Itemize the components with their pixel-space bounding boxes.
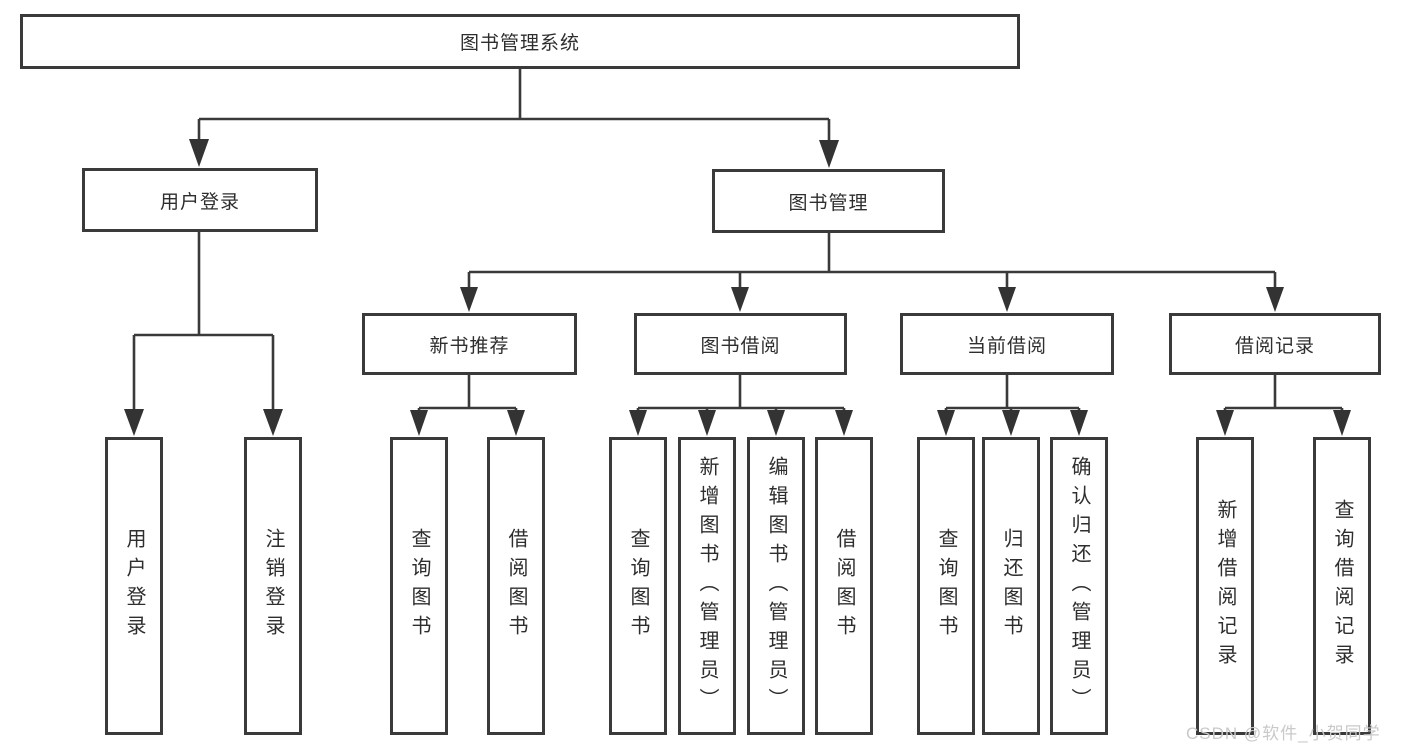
arrow-down-icon — [1002, 410, 1020, 436]
arrow-down-icon — [767, 410, 785, 436]
arrow-down-icon — [1333, 410, 1351, 436]
leaf-query-books-current: 查询图书 — [917, 437, 975, 735]
arrow-down-icon — [731, 287, 749, 312]
arrow-down-icon — [189, 139, 209, 167]
arrow-down-icon — [698, 410, 716, 436]
arrow-down-icon — [998, 287, 1016, 312]
arrow-down-icon — [819, 140, 839, 168]
node-new-book-recommendation: 新书推荐 — [362, 313, 577, 375]
node-user-login: 用户登录 — [82, 168, 318, 232]
node-current-borrowing: 当前借阅 — [900, 313, 1114, 375]
leaf-logout: 注销登录 — [244, 437, 302, 735]
node-book-management: 图书管理 — [712, 169, 945, 233]
leaf-return-books: 归还图书 — [982, 437, 1040, 735]
leaf-query-borrow-record: 查询借阅记录 — [1313, 437, 1371, 735]
arrow-down-icon — [629, 410, 647, 436]
leaf-edit-books-admin: 编辑图书（管理员） — [747, 437, 805, 735]
leaf-user-login: 用户登录 — [105, 437, 163, 735]
arrow-down-icon — [460, 287, 478, 312]
csdn-watermark: CSDN @软件_小贺同学 — [1186, 724, 1381, 743]
arrow-down-icon — [1266, 287, 1284, 312]
arrow-down-icon — [1216, 410, 1234, 436]
arrow-down-icon — [1070, 410, 1088, 436]
arrow-down-icon — [124, 409, 144, 436]
node-book-borrowing: 图书借阅 — [634, 313, 847, 375]
node-borrowing-records: 借阅记录 — [1169, 313, 1381, 375]
leaf-borrow-books-recommend: 借阅图书 — [487, 437, 545, 735]
leaf-query-books-recommend: 查询图书 — [390, 437, 448, 735]
leaf-confirm-return-admin: 确认归还（管理员） — [1050, 437, 1108, 735]
leaf-query-books-borrowing: 查询图书 — [609, 437, 667, 735]
node-library-management-system: 图书管理系统 — [20, 14, 1020, 69]
leaf-borrow-books: 借阅图书 — [815, 437, 873, 735]
arrow-down-icon — [835, 410, 853, 436]
arrow-down-icon — [507, 410, 525, 436]
arrow-down-icon — [410, 410, 428, 436]
arrow-down-icon — [263, 409, 283, 436]
leaf-add-books-admin: 新增图书（管理员） — [678, 437, 736, 735]
arrow-down-icon — [937, 410, 955, 436]
leaf-add-borrow-record: 新增借阅记录 — [1196, 437, 1254, 735]
